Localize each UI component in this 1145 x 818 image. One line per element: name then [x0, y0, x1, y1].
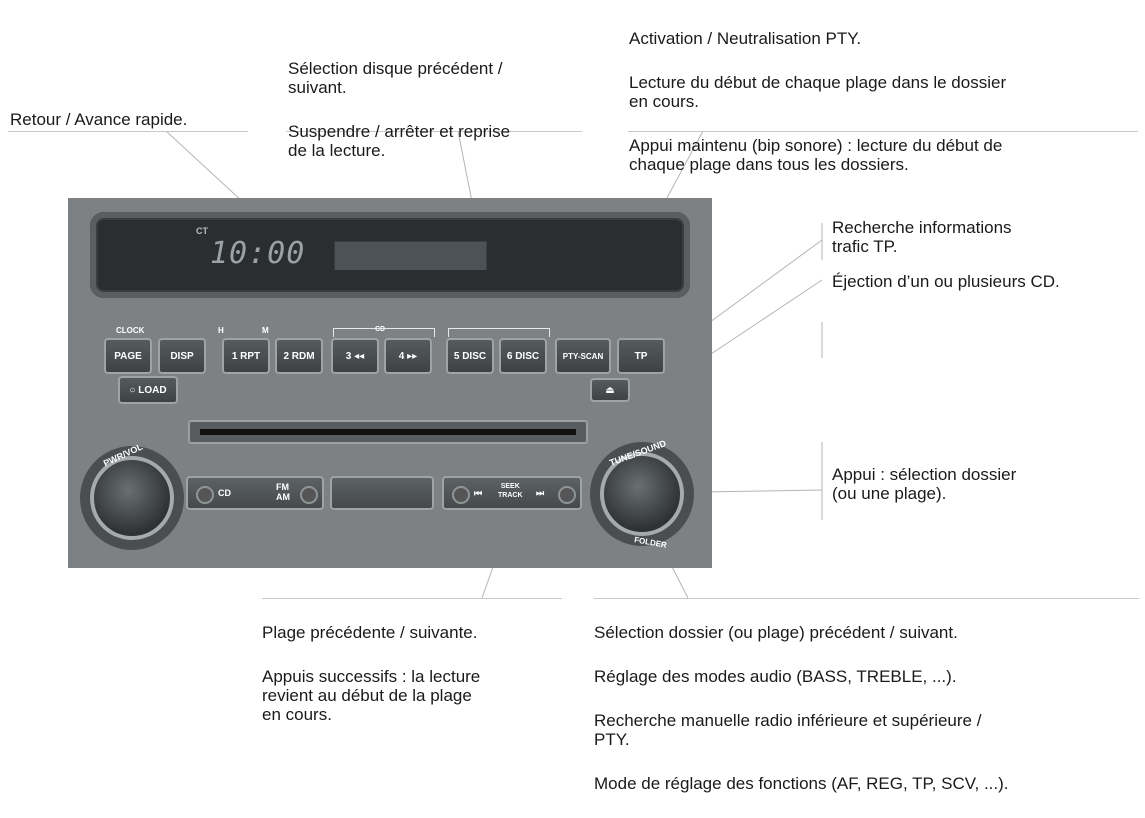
m-label: M — [262, 326, 269, 335]
label-plage-2: Appuis successifs : la lecture revient a… — [262, 667, 481, 724]
display-ct: CT — [196, 226, 208, 236]
label-dossier-4: Mode de réglage des fonctions (AF, REG, … — [594, 774, 1009, 793]
label-group-disque: Sélection disque précédent / suivant. Su… — [288, 40, 588, 185]
rule-pty — [628, 131, 1138, 132]
cd-rocker-label: CD — [218, 488, 231, 498]
radio-panel: CT 10:00 ████████████ CLOCK H M CD PAGE … — [68, 198, 712, 568]
cd-slot — [188, 420, 588, 444]
display-clock: 10:00 — [210, 236, 306, 271]
label-pty-2: Lecture du début de chaque plage dans le… — [629, 73, 1007, 111]
cd-icon-label: CD — [375, 326, 386, 333]
label-dossier-1: Sélection dossier (ou plage) précédent /… — [594, 623, 958, 642]
cd-fmam-rocker[interactable]: CD FM AM — [186, 476, 324, 510]
label-group-pty: Activation / Neutralisation PTY. Lecture… — [629, 10, 1139, 199]
seek-right-led — [558, 486, 576, 504]
disp-button[interactable]: DISP — [158, 338, 206, 374]
rule-plage — [262, 598, 562, 599]
bracket-3-4 — [333, 328, 435, 337]
label-dossier-2: Réglage des modes audio (BASS, TREBLE, .… — [594, 667, 957, 686]
seek-track-rocker[interactable]: ⏮ SEEK TRACK ⏭ — [442, 476, 582, 510]
h-label: H — [218, 326, 224, 335]
label-plage-1: Plage précédente / suivante. — [262, 623, 478, 642]
label-disque-1: Sélection disque précédent / suivant. — [288, 59, 503, 97]
preset-3-button[interactable]: 3 ◂◂ — [331, 338, 379, 374]
fmam-rocker-label: FM AM — [276, 482, 290, 502]
fmam-led — [300, 486, 318, 504]
blank-button[interactable] — [330, 476, 434, 510]
label-eject: Éjection d’un ou plusieurs CD. — [832, 272, 1060, 291]
seek-track-label: SEEK TRACK — [498, 483, 523, 499]
label-dossier-3: Recherche manuelle radio inférieure et s… — [594, 711, 982, 749]
radio-display: CT 10:00 ████████████ — [90, 212, 690, 298]
label-retour: Retour / Avance rapide. — [10, 110, 188, 129]
preset-5-button[interactable]: 5 DISC — [446, 338, 494, 374]
preset-2-button[interactable]: 2 RDM — [275, 338, 323, 374]
seek-prev-icon: ⏮ — [474, 488, 483, 498]
label-disque-2: Suspendre / arrêter et reprise de la lec… — [288, 122, 511, 160]
rule-retour — [8, 131, 248, 132]
tp-button[interactable]: TP — [617, 338, 665, 374]
label-pty-1: Activation / Neutralisation PTY. — [629, 29, 862, 48]
label-appui: Appui : sélection dossier (ou une plage)… — [832, 465, 1017, 503]
pty-scan-button[interactable]: PTY-SCAN — [555, 338, 611, 374]
seek-next-icon: ⏭ — [536, 488, 545, 498]
tune-sound-knob[interactable] — [600, 452, 684, 536]
label-pty-3: Appui maintenu (bip sonore) : lecture du… — [629, 136, 1003, 174]
load-button[interactable]: ○ LOAD — [118, 376, 178, 404]
eject-button[interactable]: ⏏ — [590, 378, 630, 402]
label-group-plage: Plage précédente / suivante. Appuis succ… — [262, 604, 562, 749]
preset-6-button[interactable]: 6 DISC — [499, 338, 547, 374]
clock-label: CLOCK — [116, 326, 145, 335]
label-group-dossier: Sélection dossier (ou plage) précédent /… — [594, 604, 1139, 818]
preset-4-button[interactable]: 4 ▸▸ — [384, 338, 432, 374]
rule-dossier — [594, 598, 1139, 599]
display-segments: ████████████ — [335, 242, 486, 270]
seek-left-led — [452, 486, 470, 504]
cd-led — [196, 486, 214, 504]
bracket-5-6 — [448, 328, 550, 337]
pwr-vol-knob[interactable] — [90, 456, 174, 540]
label-tp: Recherche informations trafic TP. — [832, 218, 1012, 256]
preset-1-button[interactable]: 1 RPT — [222, 338, 270, 374]
page-button[interactable]: PAGE — [104, 338, 152, 374]
rule-disque — [286, 131, 582, 132]
